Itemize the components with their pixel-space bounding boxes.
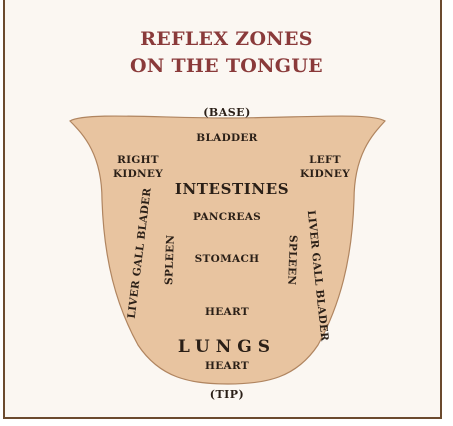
right-kidney-label-2: KIDNEY <box>108 168 168 180</box>
heart-lower-label: HEART <box>192 360 262 372</box>
stomach-label: STOMACH <box>187 253 267 265</box>
intestines-label: INTESTINES <box>162 180 302 198</box>
left-kidney-label-1: LEFT <box>295 154 355 166</box>
heart-upper-label: HEART <box>192 306 262 318</box>
spleen-right-label: SPLEEN <box>285 235 299 285</box>
pancreas-label: PANCREAS <box>187 211 267 223</box>
base-label: (BASE) <box>197 106 257 119</box>
left-kidney-label-2: KIDNEY <box>295 168 355 180</box>
spleen-left-label: SPLEEN <box>163 235 177 285</box>
bladder-label: BLADDER <box>187 132 267 144</box>
lungs-label: LUNGS <box>170 337 284 357</box>
right-kidney-label-1: RIGHT <box>108 154 168 166</box>
tip-label: (TIP) <box>197 388 257 401</box>
